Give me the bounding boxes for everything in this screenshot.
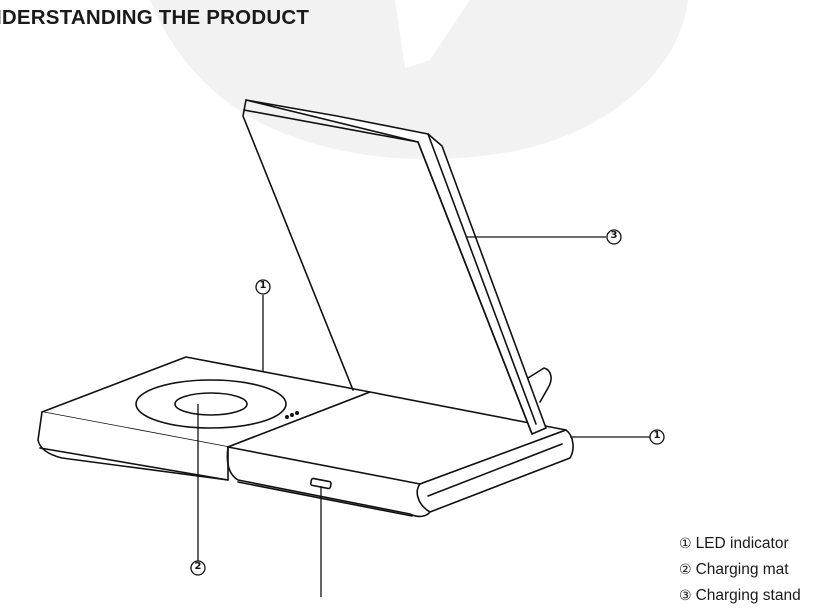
charging-mat-illustration bbox=[37, 356, 371, 481]
callout-1-right: 1 bbox=[653, 430, 661, 441]
callout-1-top: 1 bbox=[259, 280, 267, 291]
charging-stand-illustration bbox=[242, 99, 547, 435]
legend-label: Charging stand bbox=[695, 587, 801, 604]
callout-3: 3 bbox=[610, 230, 618, 241]
legend-label: LED indicator bbox=[695, 535, 789, 552]
legend-number: ① bbox=[679, 536, 692, 552]
legend-label: Charging mat bbox=[695, 561, 789, 578]
stand-base-illustration bbox=[226, 391, 574, 518]
page-title: IDERSTANDING THE PRODUCT bbox=[0, 6, 310, 29]
legend-number: ② bbox=[679, 562, 692, 578]
callout-2: 2 bbox=[194, 561, 202, 572]
legend-number: ③ bbox=[679, 588, 692, 604]
